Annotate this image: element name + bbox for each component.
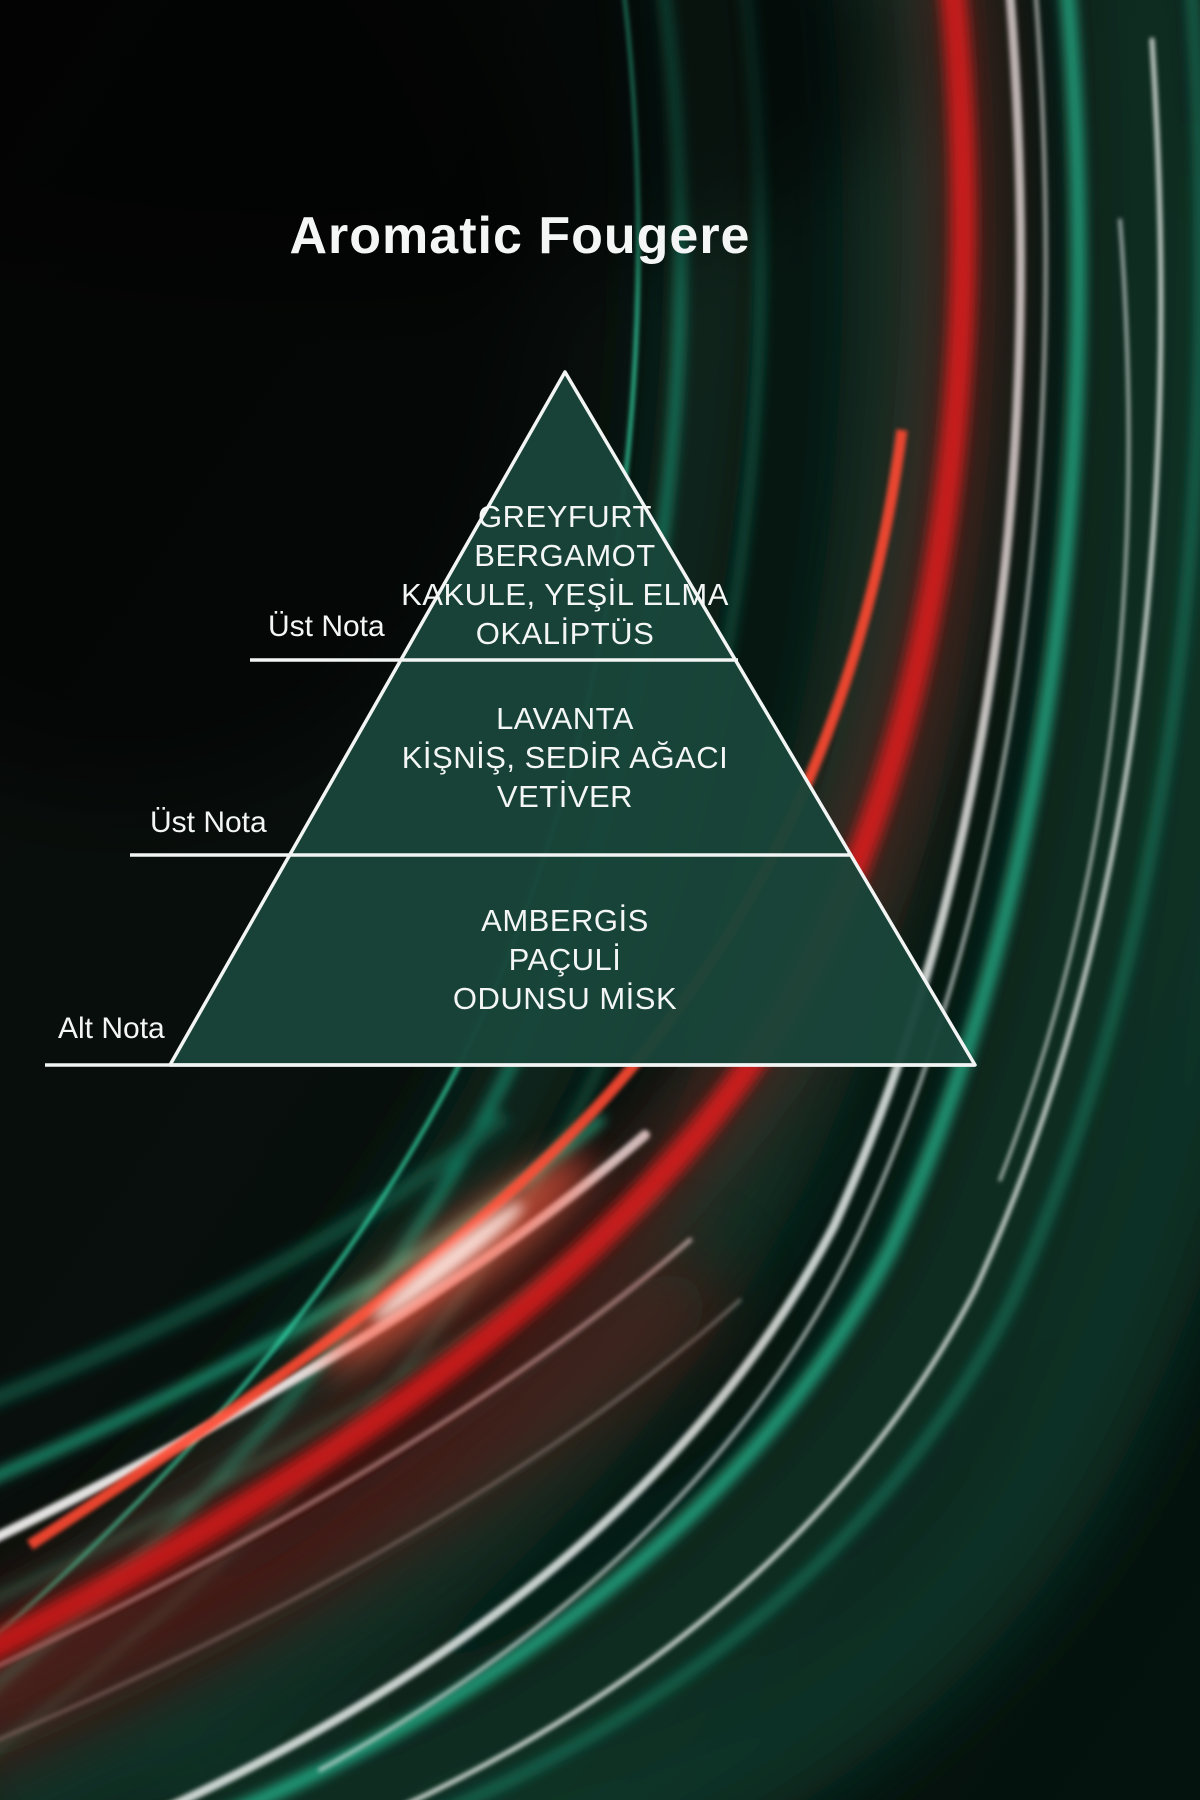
tier-notes-base: AMBERGİS PAÇULİ ODUNSU MİSK: [215, 901, 915, 1018]
note-line: GREYFURT: [478, 499, 652, 534]
note-line: KAKULE, YEŞİL ELMA: [401, 577, 729, 612]
note-line: OKALİPTÜS: [475, 616, 655, 651]
tier-label-middle: Üst Nota: [150, 806, 267, 839]
tier-notes-middle: LAVANTA KİŞNİŞ, SEDİR AĞACI VETİVER: [215, 699, 915, 816]
background-vignette: [0, 0, 900, 800]
note-line: AMBERGİS: [481, 903, 649, 938]
page-title: Aromatic Fougere: [289, 207, 751, 265]
tier-label-top: Üst Nota: [268, 610, 385, 643]
note-line: VETİVER: [496, 779, 634, 814]
tier-label-base: Alt Nota: [58, 1012, 165, 1045]
note-line: PAÇULİ: [508, 942, 622, 977]
note-line: ODUNSU MİSK: [452, 981, 678, 1016]
note-line: KİŞNİŞ, SEDİR AĞACI: [401, 740, 729, 775]
note-line: LAVANTA: [496, 701, 634, 736]
tier-notes-top: GREYFURT BERGAMOT KAKULE, YEŞİL ELMA OKA…: [215, 497, 915, 653]
note-line: BERGAMOT: [474, 538, 656, 573]
